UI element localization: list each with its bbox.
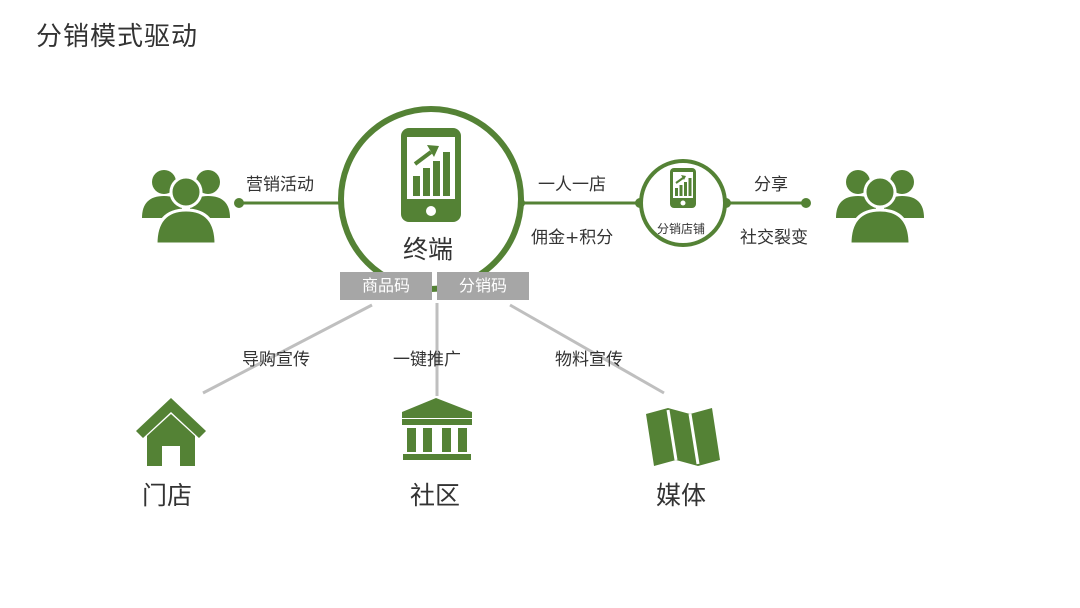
house-icon [136,398,206,466]
shop-label: 分销店铺 [657,222,706,236]
edge-label-shopping-guide: 导购宣传 [242,350,310,370]
edge-label-commission-points: 佣金+积分 [531,228,614,248]
building-columns-icon [402,398,472,460]
channel-label-media: 媒体 [656,481,707,510]
terminal-label: 终端 [403,235,454,264]
edge-label-one-person-one-shop: 一人一店 [538,175,606,195]
tag-distribution-code: 分销码 [437,272,529,300]
phone-chart-icon [401,128,461,222]
map-icon [646,408,720,466]
edge-store [202,303,373,395]
channel-label-community: 社区 [410,481,461,510]
edge-media [509,303,665,395]
page-title: 分销模式驱动 [36,22,199,52]
edge-label-one-click-promo: 一键推广 [393,350,461,370]
tag-product-code: 商品码 [340,272,432,300]
channel-label-store: 门店 [142,481,193,510]
edge-dot [801,198,811,208]
edge-label-share: 分享 [754,175,788,195]
edge-dot [234,198,244,208]
edge-label-material-promo: 物料宣传 [555,350,623,370]
users-group-icon [836,170,924,246]
edge-label-social-fission: 社交裂变 [740,228,808,248]
users-group-icon [142,170,230,246]
phone-chart-icon [670,168,696,208]
edge-label-marketing: 营销活动 [246,175,314,195]
